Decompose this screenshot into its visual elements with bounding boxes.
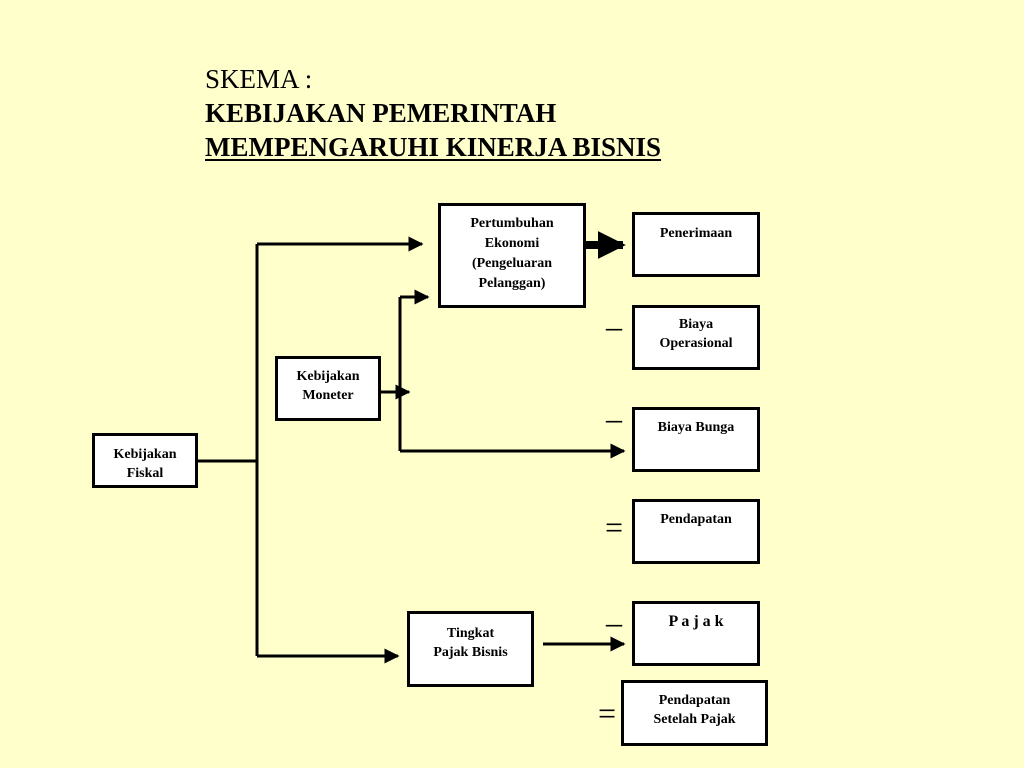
minus-operator-biaya-operasional: – — [606, 308, 622, 344]
tingkat-pajak-line-1: Tingkat — [446, 626, 495, 641]
pendapatan-label: Pendapatan — [660, 512, 732, 527]
tingkat-pajak-line-2: Pajak Bisnis — [433, 645, 508, 660]
pajak-label: P a j a k — [668, 613, 724, 630]
box-pajak: P a j a k — [632, 601, 760, 666]
pertumbuhan-line-1: Pertumbuhan — [470, 216, 554, 231]
pendapatan-setelah-pajak-line-1: Pendapatan — [658, 693, 731, 708]
kebijakan-fiskal-line-2: Fiskal — [126, 466, 164, 481]
title-line-3: MEMPENGARUHI KINERJA BISNIS — [205, 132, 662, 162]
pertumbuhan-line-2: Ekonomi — [484, 236, 540, 251]
pertumbuhan-line-3: (Pengeluaran — [471, 256, 553, 271]
biaya-bunga-label: Biaya Bunga — [657, 420, 735, 435]
biaya-operasional-line-1: Biaya — [678, 317, 714, 332]
box-penerimaan: Penerimaan — [632, 212, 760, 277]
kebijakan-moneter-line-1: Kebijakan — [296, 369, 360, 384]
penerimaan-label: Penerimaan — [659, 226, 733, 241]
box-kebijakan-moneter: Kebijakan Moneter — [275, 356, 381, 421]
page-title: SKEMA : KEBIJAKAN PEMERINTAH MEMPENGARUH… — [205, 62, 661, 164]
box-biaya-operasional: Biaya Operasional — [632, 305, 760, 370]
biaya-operasional-line-2: Operasional — [659, 336, 733, 351]
box-kebijakan-fiskal: Kebijakan Fiskal — [92, 433, 198, 488]
pertumbuhan-line-4: Pelanggan) — [478, 276, 546, 291]
box-pendapatan: Pendapatan — [632, 499, 760, 564]
box-pendapatan-setelah-pajak: Pendapatan Setelah Pajak — [621, 680, 768, 746]
title-line-2: KEBIJAKAN PEMERINTAH — [205, 98, 557, 128]
box-biaya-bunga: Biaya Bunga — [632, 407, 760, 472]
title-line-1: SKEMA : — [205, 64, 313, 94]
box-pertumbuhan-ekonomi: Pertumbuhan Ekonomi (Pengeluaran Pelangg… — [438, 203, 586, 308]
kebijakan-moneter-line-2: Moneter — [302, 388, 354, 403]
equals-operator-setelah-pajak: = — [597, 695, 617, 731]
minus-operator-pajak: – — [606, 604, 622, 640]
kebijakan-fiskal-line-1: Kebijakan — [113, 447, 177, 462]
equals-operator-pendapatan: = — [604, 509, 624, 545]
minus-operator-biaya-bunga: – — [606, 400, 622, 436]
pendapatan-setelah-pajak-line-2: Setelah Pajak — [653, 712, 736, 727]
box-tingkat-pajak: Tingkat Pajak Bisnis — [407, 611, 534, 687]
